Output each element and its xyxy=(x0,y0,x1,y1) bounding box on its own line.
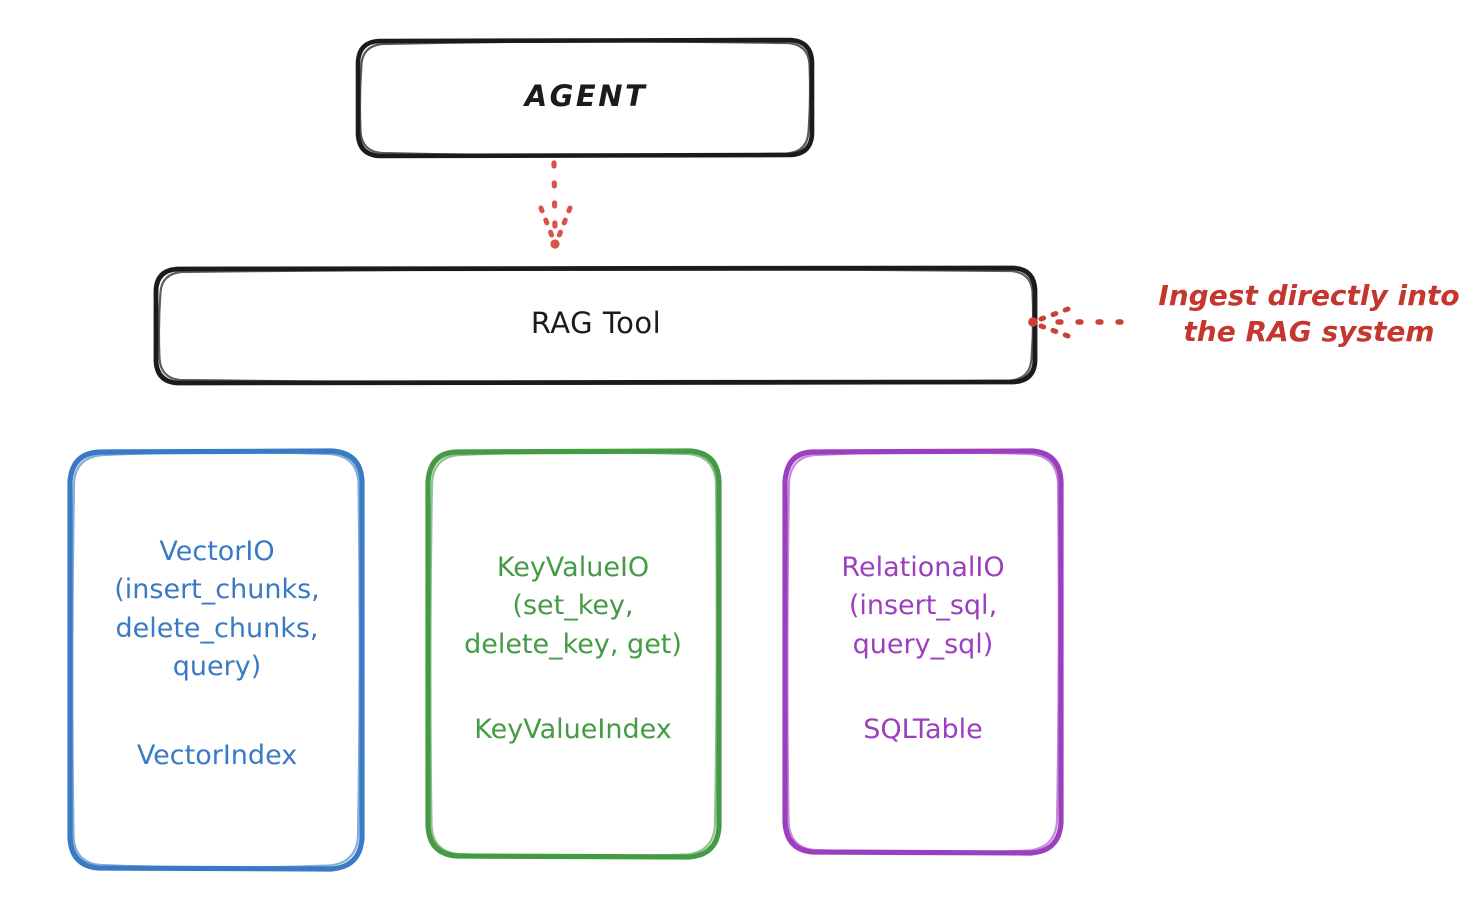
sql-table-label: SQLTable xyxy=(863,714,983,745)
ingest-annotation-label: Ingest directly into the RAG system xyxy=(1158,279,1460,349)
relational-io-api-label: RelationalIO (insert_sql, query_sql) xyxy=(841,552,1005,660)
vector-io-api-label: VectorIO (insert_chunks, delete_chunks, … xyxy=(114,536,320,682)
key-value-io-api-label: KeyValueIO (set_key, delete_key, get) xyxy=(464,552,682,660)
relational-io-box[interactable] xyxy=(782,448,1064,856)
rag-tool-label: RAG Tool xyxy=(530,306,662,340)
vector-index-label: VectorIndex xyxy=(136,740,298,771)
rag-tool-box[interactable] xyxy=(153,265,1038,386)
agent-label: AGENT xyxy=(524,79,648,113)
agent-to-rag-arrow xyxy=(538,160,573,249)
key-value-index-label: KeyValueIndex xyxy=(474,714,672,745)
agent-box[interactable] xyxy=(355,37,815,159)
key-value-io-box[interactable] xyxy=(425,448,722,860)
vector-io-box[interactable] xyxy=(67,448,365,872)
ingest-arrow xyxy=(1028,306,1124,339)
